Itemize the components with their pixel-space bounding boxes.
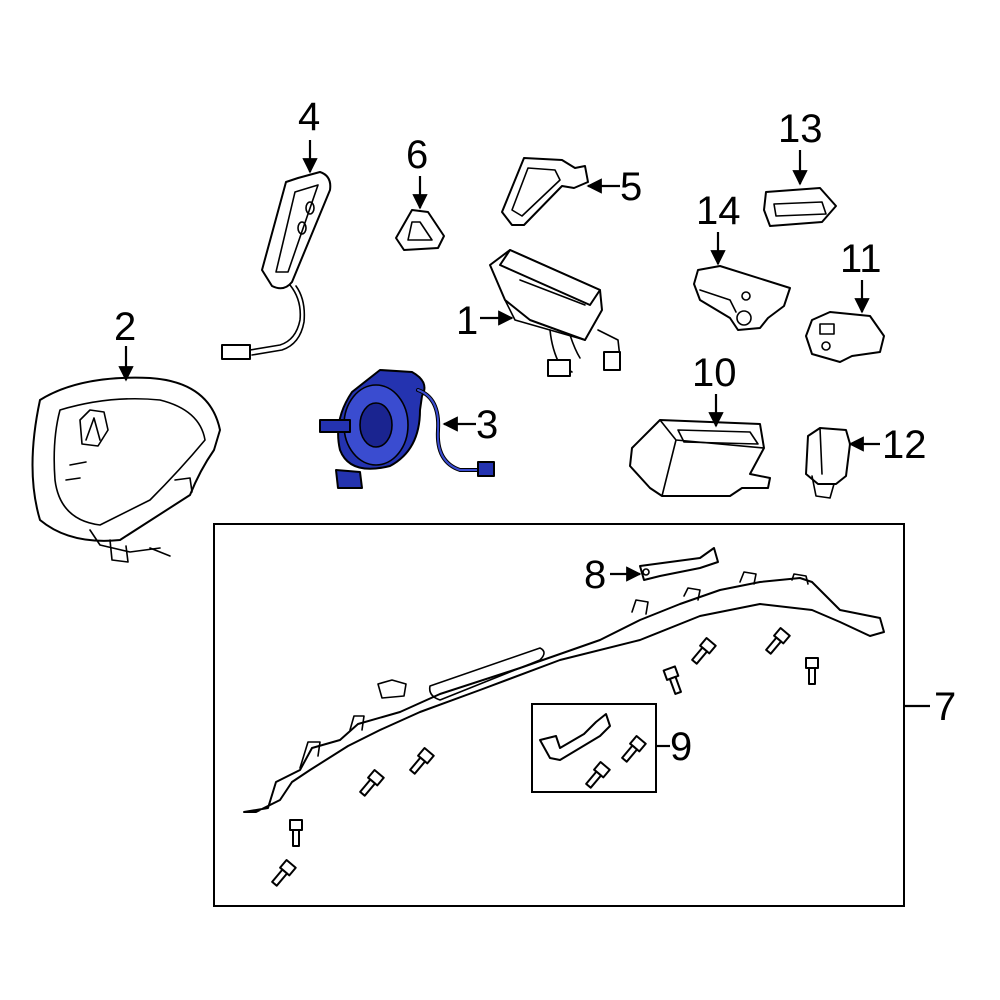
part-11-sensor[interactable] (805, 311, 885, 363)
bolt (805, 657, 819, 685)
bolt-set (271, 627, 819, 887)
part-9-box (531, 703, 657, 793)
bolt (691, 637, 717, 665)
part-14-sensor[interactable] (693, 265, 791, 331)
part-12-sensor[interactable] (805, 427, 851, 499)
callout-5: 5 (620, 165, 642, 209)
callout-11: 11 (840, 237, 882, 281)
callout-4: 4 (298, 95, 320, 139)
leader-lines (118, 140, 930, 748)
part-7-curtain-airbag[interactable] (243, 571, 885, 813)
part-10-srs-unit[interactable] (629, 419, 771, 497)
part-4-side-airbag[interactable] (221, 171, 332, 360)
callout-1: 1 (456, 299, 478, 343)
part-6-clip[interactable] (395, 209, 445, 251)
bolt (271, 859, 297, 887)
bolt (289, 819, 303, 847)
callout-9: 9 (670, 725, 692, 769)
callout-14: 14 (696, 189, 741, 233)
part-9-bracket-kit[interactable] (539, 713, 647, 790)
part-5-bracket[interactable] (501, 157, 589, 226)
bolt (662, 665, 682, 695)
bolt (765, 627, 791, 655)
callout-6: 6 (406, 133, 428, 177)
callout-2: 2 (114, 305, 136, 349)
callout-7: 7 (934, 685, 956, 729)
part-13-sensor[interactable] (763, 187, 837, 227)
callout-labels: 1 2 3 4 5 6 7 8 9 10 11 12 13 14 (114, 95, 956, 769)
callout-12: 12 (882, 423, 927, 467)
part-8-bracket[interactable] (639, 547, 719, 581)
callout-10: 10 (692, 351, 737, 395)
callout-8: 8 (584, 553, 606, 597)
part-3-clock-spring[interactable] (319, 369, 495, 489)
part-2-driver-airbag[interactable] (31, 376, 221, 563)
callout-3: 3 (476, 403, 498, 447)
bolt (409, 747, 435, 775)
part-1-passenger-airbag[interactable] (489, 249, 621, 377)
curtain-airbag-group-box (213, 523, 905, 907)
bolt (359, 769, 385, 797)
callout-13: 13 (778, 107, 823, 151)
